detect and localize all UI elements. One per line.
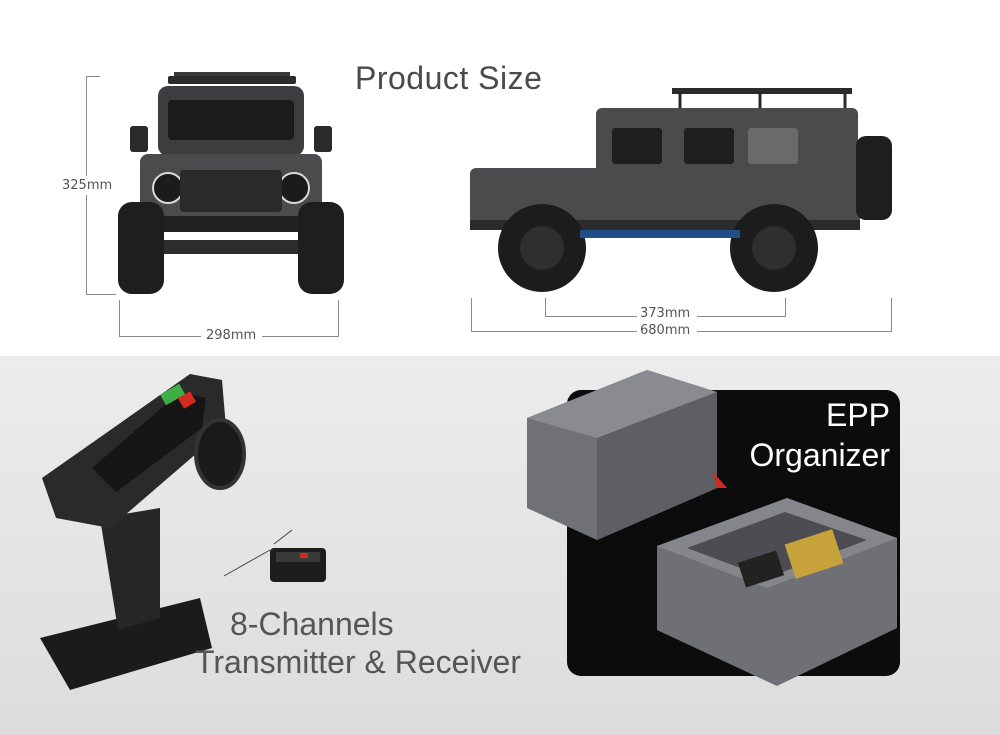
transmitter-caption-line2: Transmitter & Receiver [195, 644, 521, 680]
transmitter-image [40, 374, 246, 690]
dimension-line [891, 298, 892, 332]
receiver-image [223, 529, 326, 582]
epp-foam-box-image [527, 370, 897, 686]
dimension-line [86, 76, 100, 77]
dimension-line [471, 298, 472, 332]
width-dimension-label: 298mm [206, 328, 257, 343]
epp-organizer-caption: EPP Organizer [720, 395, 891, 475]
dimension-line [119, 300, 120, 337]
epp-caption-line1: EPP [825, 397, 890, 433]
truck-side-view-image [470, 88, 892, 292]
length-dimension-label: 680mm [640, 323, 691, 338]
dimension-line [338, 300, 339, 337]
page-title: Product Size [355, 60, 543, 96]
transmitter-caption: 8-Channels Transmitter & Receiver [195, 605, 555, 681]
dimension-line [262, 336, 339, 337]
dimension-line [86, 294, 116, 295]
dimension-line [697, 316, 786, 317]
dimension-line [545, 298, 546, 316]
height-dimension-label: 325mm [62, 176, 113, 195]
dimension-line [119, 336, 201, 337]
transmitter-caption-line1: 8-Channels [230, 606, 394, 642]
dimension-line [545, 316, 637, 317]
dimension-line [471, 331, 637, 332]
dimension-line [785, 298, 786, 316]
truck-front-view-image [118, 72, 344, 294]
epp-caption-line2: Organizer [749, 437, 891, 473]
dimension-line [697, 331, 892, 332]
wheelbase-dimension-label: 373mm [640, 306, 691, 321]
